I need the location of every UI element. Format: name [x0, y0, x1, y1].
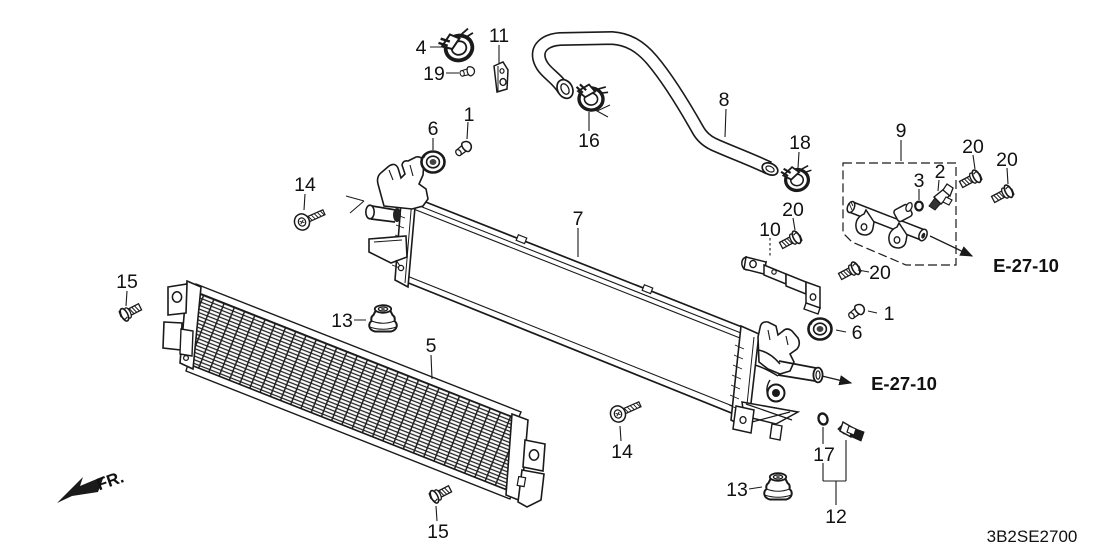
bolt-20-d [836, 259, 864, 284]
callout-12: 12 [825, 506, 847, 528]
front-direction-label: FR. [94, 467, 126, 494]
ref-label-e2710-bottom: E-27-10 [871, 373, 937, 394]
callout-9: 9 [896, 120, 907, 142]
stay-bracket-11 [493, 61, 509, 93]
callout-6: 6 [428, 118, 439, 140]
callout-14: 14 [294, 174, 316, 196]
callout-11: 11 [489, 25, 509, 47]
joint-pipe-assembly-9 [842, 162, 957, 266]
o-ring-3 [914, 200, 924, 212]
callout-10: 10 [759, 219, 781, 241]
mount-rubber-13-left [368, 304, 398, 333]
radiator-left-bracket [376, 156, 429, 210]
callout-3: 3 [914, 170, 925, 192]
radiator-outlet-pipe [777, 360, 817, 382]
pipe-bracket-10 [741, 255, 821, 315]
pin-1-lower [845, 301, 868, 323]
callout-20: 20 [869, 262, 891, 284]
ref-label-e2710-top: E-27-10 [993, 255, 1059, 276]
diagram-code: 3B2SE2700 [987, 527, 1078, 546]
screw-14-upper [291, 203, 329, 234]
callout-20: 20 [782, 199, 804, 221]
callout-6: 6 [852, 322, 863, 344]
o-ring-17 [817, 412, 829, 426]
callout-7: 7 [573, 208, 584, 230]
mount-rubber-13-right [763, 472, 793, 501]
grommet-6-upper [420, 150, 446, 174]
sensor-2 [928, 183, 954, 211]
bolt-20-b [989, 182, 1017, 207]
clamp-position-mark [595, 104, 611, 118]
ref-arrow-bottom [821, 375, 853, 386]
leader-lines [125, 45, 1009, 522]
front-direction-arrow [57, 476, 104, 503]
pin-1-upper [452, 138, 475, 160]
water-hose [531, 30, 779, 176]
grommet-6-lower [807, 317, 833, 341]
callout-1: 1 [884, 303, 895, 325]
callout-14: 14 [611, 441, 633, 463]
callout-17: 17 [813, 444, 835, 466]
bolt-20-a [957, 167, 985, 192]
hose-clamp-4 [435, 25, 482, 68]
callout-8: 8 [719, 89, 730, 111]
bolt-20-c [777, 228, 805, 253]
callout-13: 13 [331, 310, 353, 332]
screw-14-lower [607, 395, 645, 426]
callout-18: 18 [789, 132, 811, 154]
radiator-assembly [345, 156, 824, 441]
callout-15: 15 [116, 271, 138, 293]
sensor-assembly-12 [817, 412, 865, 505]
callout-2: 2 [935, 161, 946, 183]
callout-15: 15 [427, 521, 449, 543]
radiator-right-bracket [757, 321, 801, 375]
callout-20: 20 [996, 149, 1018, 171]
bolt-15-upper [116, 299, 144, 324]
callout-1: 1 [464, 104, 475, 126]
callout-4: 4 [416, 37, 427, 59]
ref-arrow-top [929, 235, 974, 257]
callout-20: 20 [962, 136, 984, 158]
callout-5: 5 [426, 335, 437, 357]
oil-cooler-core [162, 279, 546, 508]
bolt-19 [458, 65, 477, 79]
assembly-boundary-box [842, 162, 957, 266]
radiator-inlet-pipe [370, 205, 397, 223]
bolt-15-lower [426, 481, 454, 506]
callout-19: 19 [423, 63, 445, 85]
callout-13: 13 [726, 479, 748, 501]
callout-16: 16 [578, 130, 600, 152]
hose-clamp-18 [779, 163, 815, 194]
